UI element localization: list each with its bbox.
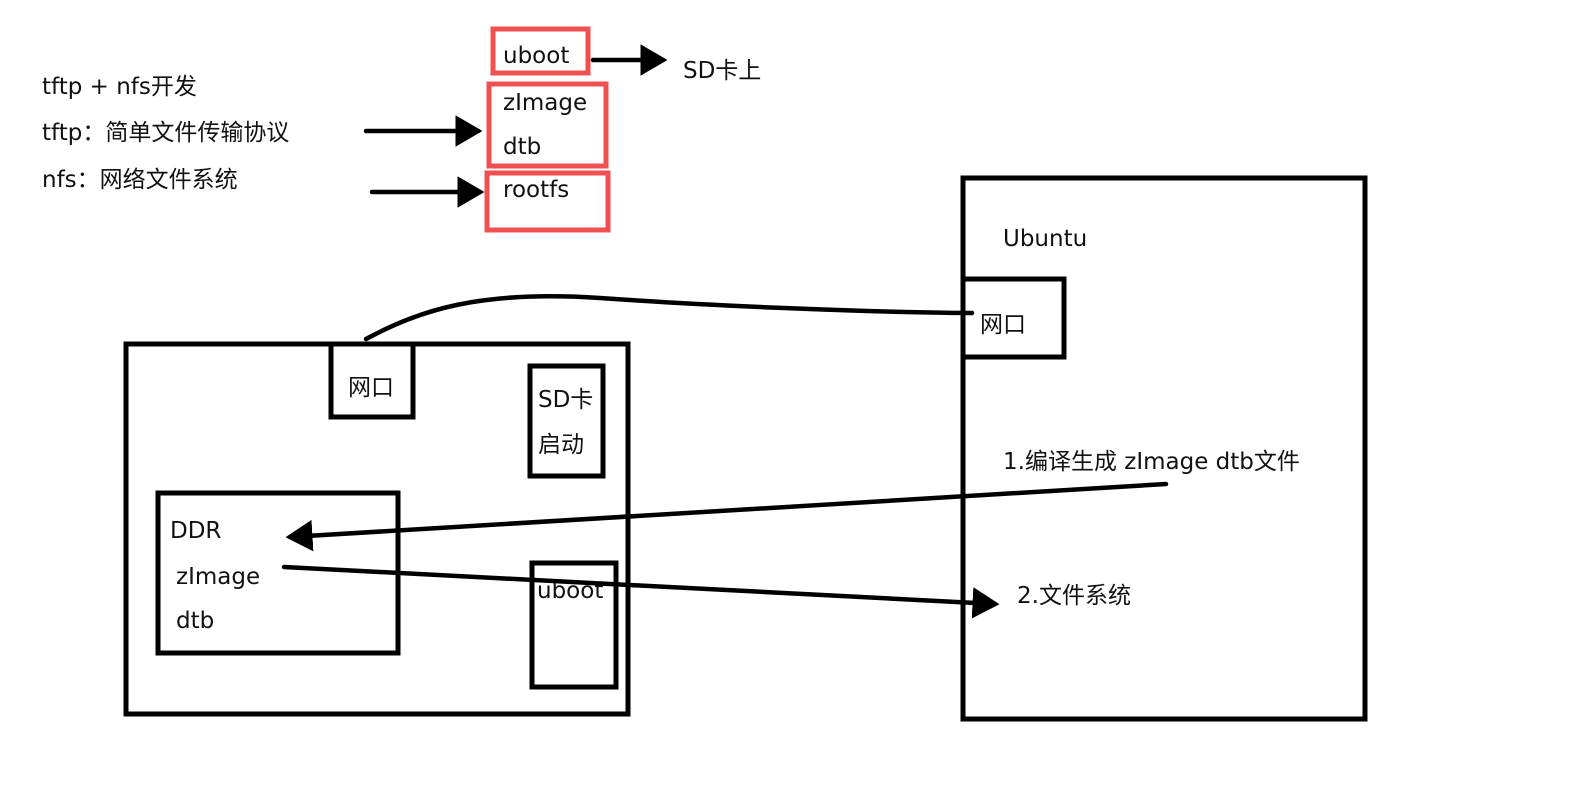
ubuntu-title: Ubuntu	[1003, 226, 1087, 252]
note-tftp-nfs: tftp + nfs开发	[42, 74, 197, 100]
board-net-port-box	[328, 341, 416, 420]
network-cable	[363, 294, 975, 342]
ddr-dtb-label: dtb	[176, 608, 214, 634]
rootfs-label: rootfs	[503, 177, 569, 203]
uboot-box	[490, 26, 591, 76]
host-net-port-label: 网口	[980, 312, 1026, 338]
zimage-label: zImage	[503, 90, 587, 116]
kernel-transfer-arrow	[285, 481, 1169, 552]
kernel-box	[486, 81, 609, 169]
step-1-label: 1.编译生成 zImage dtb文件	[1003, 449, 1300, 475]
sd-boot-label-2: 启动	[538, 432, 584, 458]
board-uboot-box	[529, 560, 619, 690]
dtb-label: dtb	[503, 134, 541, 160]
note-tftp: tftp：简单文件传输协议	[42, 120, 289, 146]
ubuntu-host-box	[960, 175, 1368, 722]
sd-card-destination: SD卡上	[683, 58, 761, 84]
sd-boot-label-1: SD卡	[538, 387, 593, 413]
step-2-label: 2.文件系统	[1017, 583, 1131, 609]
uboot-label: uboot	[503, 43, 569, 69]
rootfs-box	[484, 170, 611, 233]
board-net-port-label: 网口	[348, 375, 394, 401]
note-nfs: nfs：网络文件系统	[42, 167, 238, 193]
rootfs-mount-arrow	[281, 564, 1000, 619]
ddr-zimage-label: zImage	[176, 564, 260, 590]
host-net-port-box	[960, 276, 1067, 360]
ddr-label: DDR	[170, 518, 221, 544]
sd-boot-box	[527, 363, 606, 479]
